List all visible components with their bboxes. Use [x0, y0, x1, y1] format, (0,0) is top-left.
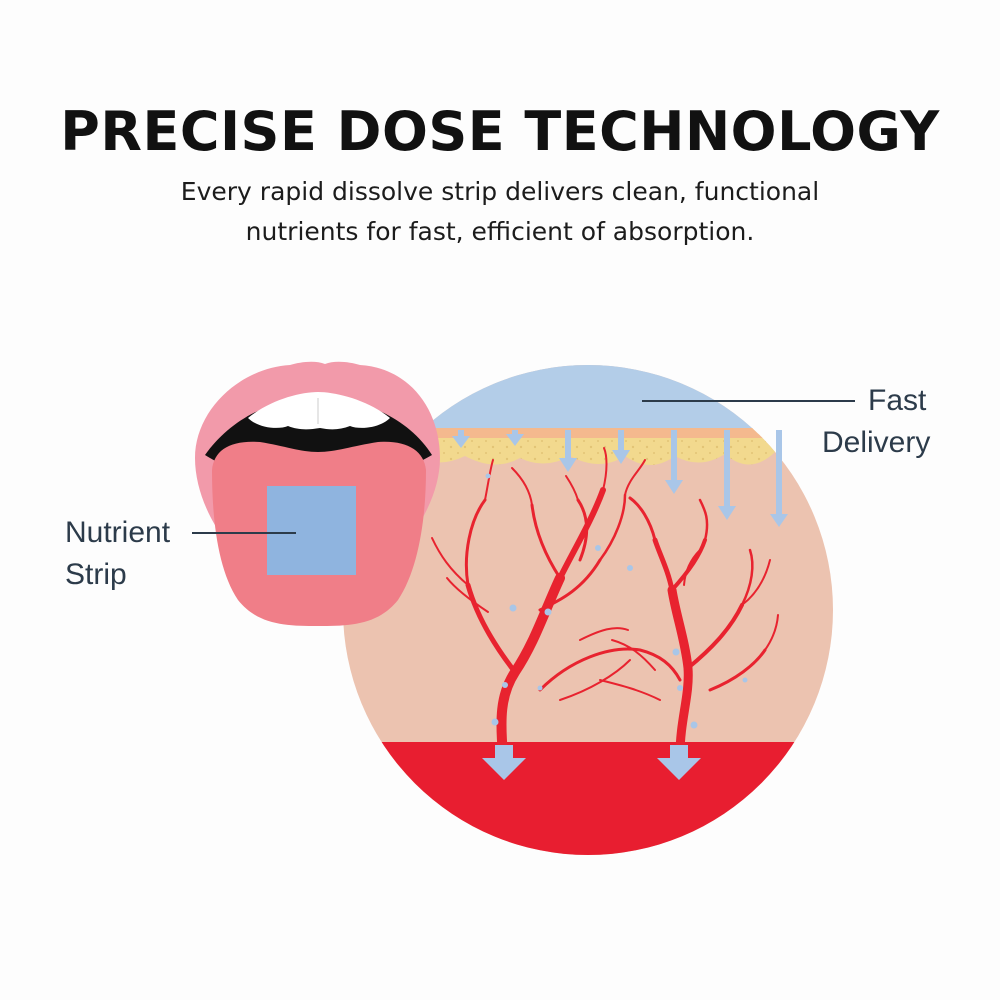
page-subtitle: Every rapid dissolve strip delivers clea…	[120, 172, 880, 252]
fast-delivery-label-line-1: Fast	[868, 384, 927, 417]
mouth-illustration	[195, 361, 440, 626]
nutrient-strip-label-line-1: Nutrient	[65, 516, 171, 549]
arrow-down-icon	[612, 430, 630, 464]
arrow-down-icon	[506, 430, 524, 446]
nutrient-strip-icon	[267, 486, 356, 575]
arrow-down-icon	[665, 430, 683, 494]
nutrient-strip-label-line-2: Strip	[65, 558, 127, 591]
arrow-down-icon	[657, 745, 701, 780]
blood-vessels	[431, 447, 779, 760]
arrow-down-icon	[559, 430, 577, 472]
fast-delivery-label: Fast Delivery	[822, 380, 930, 464]
nutrient-strip-label: Nutrient Strip	[65, 512, 170, 596]
bloodstream-layer	[343, 742, 833, 855]
fast-delivery-label-line-2: Delivery	[822, 426, 931, 459]
teeth	[248, 392, 390, 430]
delivery-arrows	[452, 430, 788, 527]
subtitle-line-1: Every rapid dissolve strip delivers clea…	[180, 177, 820, 206]
subtitle-line-2: nutrients for fast, efficient of absorpt…	[245, 217, 755, 246]
page-title: PRECISE DOSE TECHNOLOGY	[60, 100, 940, 163]
arrow-down-icon	[452, 430, 470, 448]
absorption-arrows	[482, 745, 701, 780]
nutrient-particles	[485, 473, 748, 729]
epidermis-band	[343, 428, 833, 438]
arrow-down-icon	[718, 430, 736, 520]
arrow-down-icon	[770, 430, 788, 527]
arrow-down-icon	[482, 745, 526, 780]
